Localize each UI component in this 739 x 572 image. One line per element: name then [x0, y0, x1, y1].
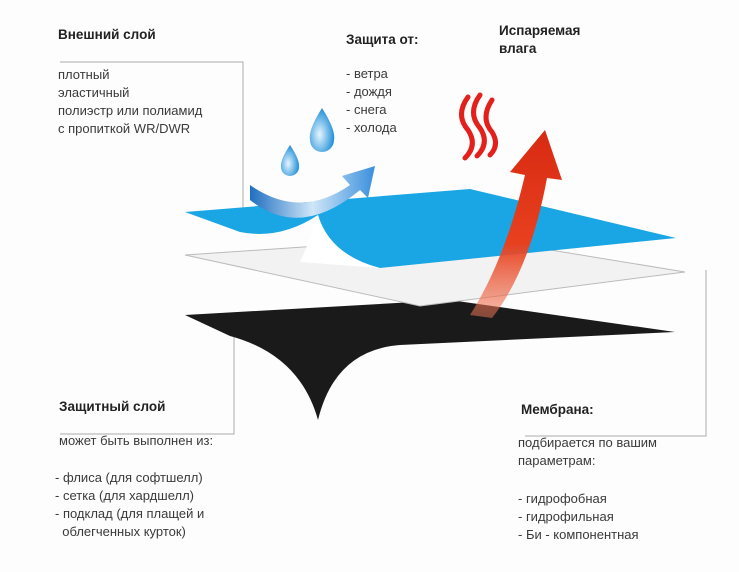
protection-item: - ветра	[346, 66, 388, 81]
membrane-item: - Би - компонентная	[518, 527, 639, 542]
protective-layer-leader-line	[60, 335, 235, 435]
outer-layer-leader-line	[60, 61, 244, 225]
heat-waves-icon	[459, 92, 498, 161]
moisture-title-line2: влага	[499, 41, 537, 56]
protective-layer-item: облегченных курток)	[55, 524, 186, 539]
outer-layer-line: с пропиткой WR/DWR	[58, 121, 191, 136]
protective-layer-title: Защитный слой	[59, 399, 166, 414]
outer-layer-line: полиэстр или полиамид	[58, 103, 203, 118]
membrane-leader-line	[525, 270, 707, 437]
outer-layer-title: Внешний слой	[58, 27, 156, 42]
outer-layer-line: эластичный	[58, 85, 130, 100]
moisture-evaporation-arrow-icon	[470, 130, 562, 318]
protective-layer-item: - флиса (для софтшелл)	[55, 470, 203, 485]
protection-item: - холода	[346, 120, 397, 135]
protective-layer-item: - сетка (для хардшелл)	[55, 488, 194, 503]
protective-layer-item: - подклад (для плащей и	[55, 506, 205, 521]
outer-layer-line: плотный	[58, 67, 110, 82]
membrane-title: Мембрана:	[521, 402, 594, 417]
water-drop-icon	[309, 108, 335, 152]
water-repel-arrow-icon	[250, 166, 375, 218]
outer-layer-curl	[300, 215, 380, 268]
protection-item: - дождя	[346, 84, 392, 99]
protective-layer-intro: может быть выполнен из:	[59, 433, 214, 448]
moisture-title-line1: Испаряемая	[499, 23, 581, 38]
membrane-item: - гидрофильная	[518, 509, 614, 524]
water-drop-small-icon	[280, 145, 300, 176]
membrane-intro-line1: подбирается по вашим	[518, 435, 657, 450]
membrane-intro-line2: параметрам:	[518, 453, 596, 468]
protection-title: Защита от:	[346, 32, 419, 47]
protection-item: - снега	[346, 102, 387, 117]
inner-protective-layer	[185, 300, 675, 420]
membrane-item: - гидрофобная	[518, 491, 607, 506]
